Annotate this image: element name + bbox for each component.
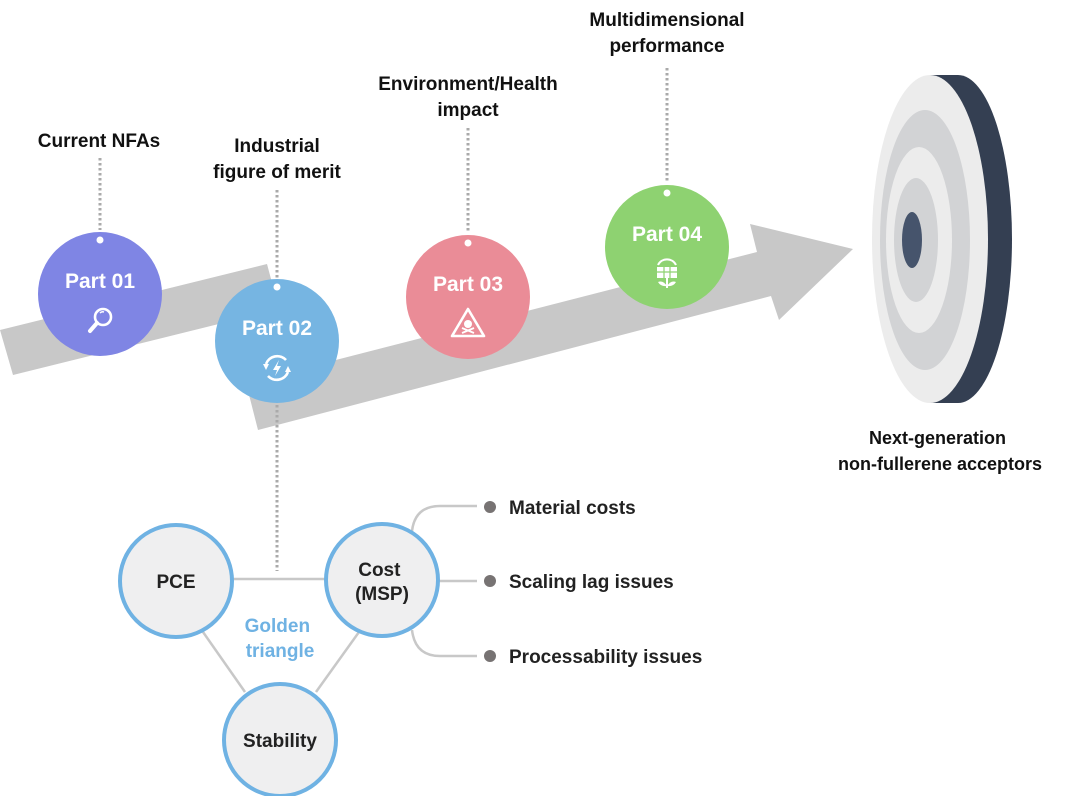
caption-line: performance: [609, 36, 725, 57]
bullet-icon: [484, 650, 496, 662]
target-bullseye: [902, 212, 922, 268]
golden-triangle: PCE Cost (MSP) Stability Golden triangle: [118, 504, 477, 796]
list-item: Scaling lag issues: [484, 572, 674, 593]
part-node-2: Part 02: [215, 279, 339, 403]
caption-part-02: Industrial figure of merit: [213, 134, 341, 186]
list-item: Material costs: [484, 498, 636, 519]
node-cost: Cost (MSP): [324, 522, 440, 638]
energy-cycle-icon: [263, 354, 291, 382]
caption-part-04: Multidimensional performance: [589, 8, 744, 60]
part-title: Part 04: [632, 223, 702, 246]
part-title: Part 03: [433, 273, 503, 296]
svg-text:Stability: Stability: [243, 731, 317, 752]
bullet-icon: [484, 501, 496, 513]
leader-anchor-dot: [96, 236, 104, 244]
caption-part-03: Environment/Health impact: [378, 72, 557, 124]
svg-text:Scaling lag issues: Scaling lag issues: [509, 572, 674, 593]
caption-line: Multidimensional: [589, 10, 745, 31]
bullet-icon: [484, 575, 496, 587]
node-stability: Stability: [222, 682, 338, 796]
part-title: Part 01: [65, 270, 135, 293]
svg-text:Cost (MSP): Cost (MSP): [355, 560, 409, 605]
parts-layer: Part 01 Part 02 Part 03 Part 04: [38, 185, 729, 403]
target-illustration: [872, 75, 1012, 403]
golden-triangle-label: Golden triangle: [245, 616, 316, 662]
part-node-1: Part 01: [38, 232, 162, 356]
leader-anchor-dot: [273, 283, 281, 291]
caption-line: figure of merit: [213, 162, 341, 183]
edge-pce-stability: [201, 631, 247, 693]
caption-part-01: Current NFAs: [38, 129, 160, 155]
part-circle: [605, 185, 729, 309]
svg-text:PCE: PCE: [156, 572, 195, 593]
part-node-3: Part 03: [406, 235, 530, 359]
connector-material-costs: [410, 504, 477, 532]
part-title: Part 02: [242, 317, 312, 340]
solar-panel-plant-icon: [657, 258, 677, 288]
node-pce: PCE: [118, 523, 234, 639]
toxic-warning-icon: [450, 307, 486, 338]
cost-issues-list: Material costs Scaling lag issues Proces…: [484, 498, 702, 668]
leader-anchor-dot: [663, 189, 671, 197]
target-label: Next-generation non-fullerene acceptors: [838, 428, 1042, 474]
caption-line: Environment/Health: [378, 74, 558, 95]
svg-text:Material costs: Material costs: [509, 498, 636, 519]
caption-line: impact: [437, 100, 499, 121]
caption-line: Industrial: [234, 136, 320, 157]
magnifier-icon: [88, 307, 113, 333]
caption-line: Current NFAs: [37, 131, 161, 152]
leader-lines: [98, 68, 669, 571]
part-circle: [215, 279, 339, 403]
part-circle: [38, 232, 162, 356]
part-node-4: Part 04: [605, 185, 729, 309]
list-item: Processability issues: [484, 647, 702, 668]
connector-processability: [410, 629, 477, 658]
leader-anchor-dot: [464, 239, 472, 247]
edge-cost-stability: [314, 631, 361, 693]
svg-text:Processability issues: Processability issues: [509, 647, 702, 668]
part-circle: [406, 235, 530, 359]
